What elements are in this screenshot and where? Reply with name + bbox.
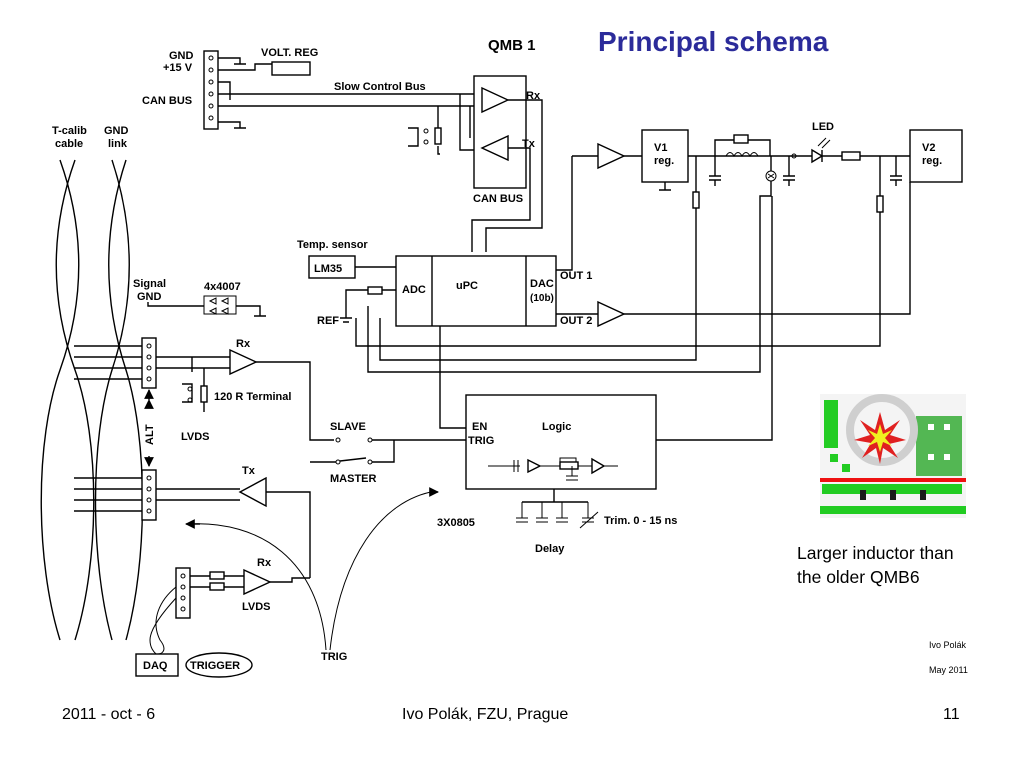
lm35-sensor [308, 255, 396, 323]
terminal-label: 120 R Terminal [214, 391, 291, 403]
can-bus-wiring [218, 81, 478, 155]
v1-label-1: V1 [654, 142, 667, 154]
gndlink-label-1: GND [104, 125, 129, 137]
author-credit: Ivo Polák [929, 640, 967, 650]
rx-bottom-label: Rx [257, 557, 272, 569]
trigger-label: TRIGGER [190, 660, 240, 672]
diodes-label: 4x4007 [204, 281, 241, 293]
caps-label: 3X0805 [437, 517, 475, 529]
caption-line-2: the older QMB6 [797, 567, 920, 587]
volt-reg-wiring [218, 57, 311, 129]
led-label: LED [812, 121, 834, 133]
footer-author: Ivo Polák, FZU, Prague [402, 706, 569, 723]
upc-label: uPC [456, 280, 478, 292]
power-connector [203, 50, 219, 130]
slide-number: 11 [943, 706, 960, 723]
adc-label: ADC [402, 284, 426, 296]
dac-label: DAC [530, 278, 554, 290]
tcalib-cable [40, 159, 95, 641]
daq-trigger-wiring [135, 487, 439, 678]
volt-reg-label: VOLT. REG [261, 47, 318, 59]
lvds-connector-bottom [74, 469, 311, 578]
out2-label: OUT 2 [560, 315, 592, 327]
lvds-top-label: LVDS [181, 431, 210, 443]
pcb-layout-image [820, 394, 966, 518]
logic-label: Logic [542, 421, 571, 433]
en-label: EN [472, 421, 487, 433]
signal-label-1: Signal [133, 278, 166, 290]
plus15v-label: +15 V [163, 62, 193, 74]
board-title: QMB 1 [488, 37, 536, 54]
can-bus-box-label: CAN BUS [473, 193, 523, 205]
diode-bridge [147, 295, 266, 317]
trig-out-label: TRIG [321, 651, 347, 663]
date-credit: May 2011 [929, 665, 968, 675]
can-tx-label: Tx [522, 138, 536, 150]
gndlink-label-2: link [108, 138, 128, 150]
delay-label: Delay [535, 543, 565, 555]
out1-label: OUT 1 [560, 270, 592, 282]
v1-label-2: reg. [654, 155, 674, 167]
ref-label: REF [317, 315, 339, 327]
lvds-bottom-label: LVDS [242, 601, 271, 613]
tcalib-label-1: T-calib [52, 125, 87, 137]
logic-block [439, 196, 773, 529]
gnd-link-cable [94, 159, 144, 641]
master-label: MASTER [330, 473, 377, 485]
can-rx-label: Rx [526, 90, 541, 102]
caption-line-1: Larger inductor than [797, 543, 954, 563]
alt-label: ALT [144, 424, 156, 445]
lvds-connector-top [74, 337, 334, 441]
gnd-label: GND [169, 50, 194, 62]
daq-label: DAQ [143, 660, 168, 672]
signal-label-2: GND [137, 291, 162, 303]
photo-caption: Larger inductor than the older QMB6 [797, 541, 1007, 589]
slave-master-switch [310, 437, 466, 465]
footer-date: 2011 - oct - 6 [62, 706, 156, 723]
tx-lvds-label: Tx [242, 465, 256, 477]
slow-control-bus-label: Slow Control Bus [334, 81, 426, 93]
slide-title: Principal schema [598, 26, 829, 57]
rx-lvds-label: Rx [236, 338, 251, 350]
upc-block [395, 182, 911, 328]
lm35-label: LM35 [314, 263, 342, 275]
dac-bits-label: (10b) [530, 293, 554, 304]
can-bus-label: CAN BUS [142, 95, 192, 107]
v2-label-2: reg. [922, 155, 942, 167]
trim-label: Trim. 0 - 15 ns [604, 515, 677, 527]
v2-label-1: V2 [922, 142, 935, 154]
temp-sensor-label: Temp. sensor [297, 239, 368, 251]
trig-in-label: TRIG [468, 435, 494, 447]
can-bus-box [471, 75, 543, 252]
slave-label: SLAVE [330, 421, 366, 433]
power-chain [355, 129, 963, 373]
tcalib-label-2: cable [55, 138, 83, 150]
